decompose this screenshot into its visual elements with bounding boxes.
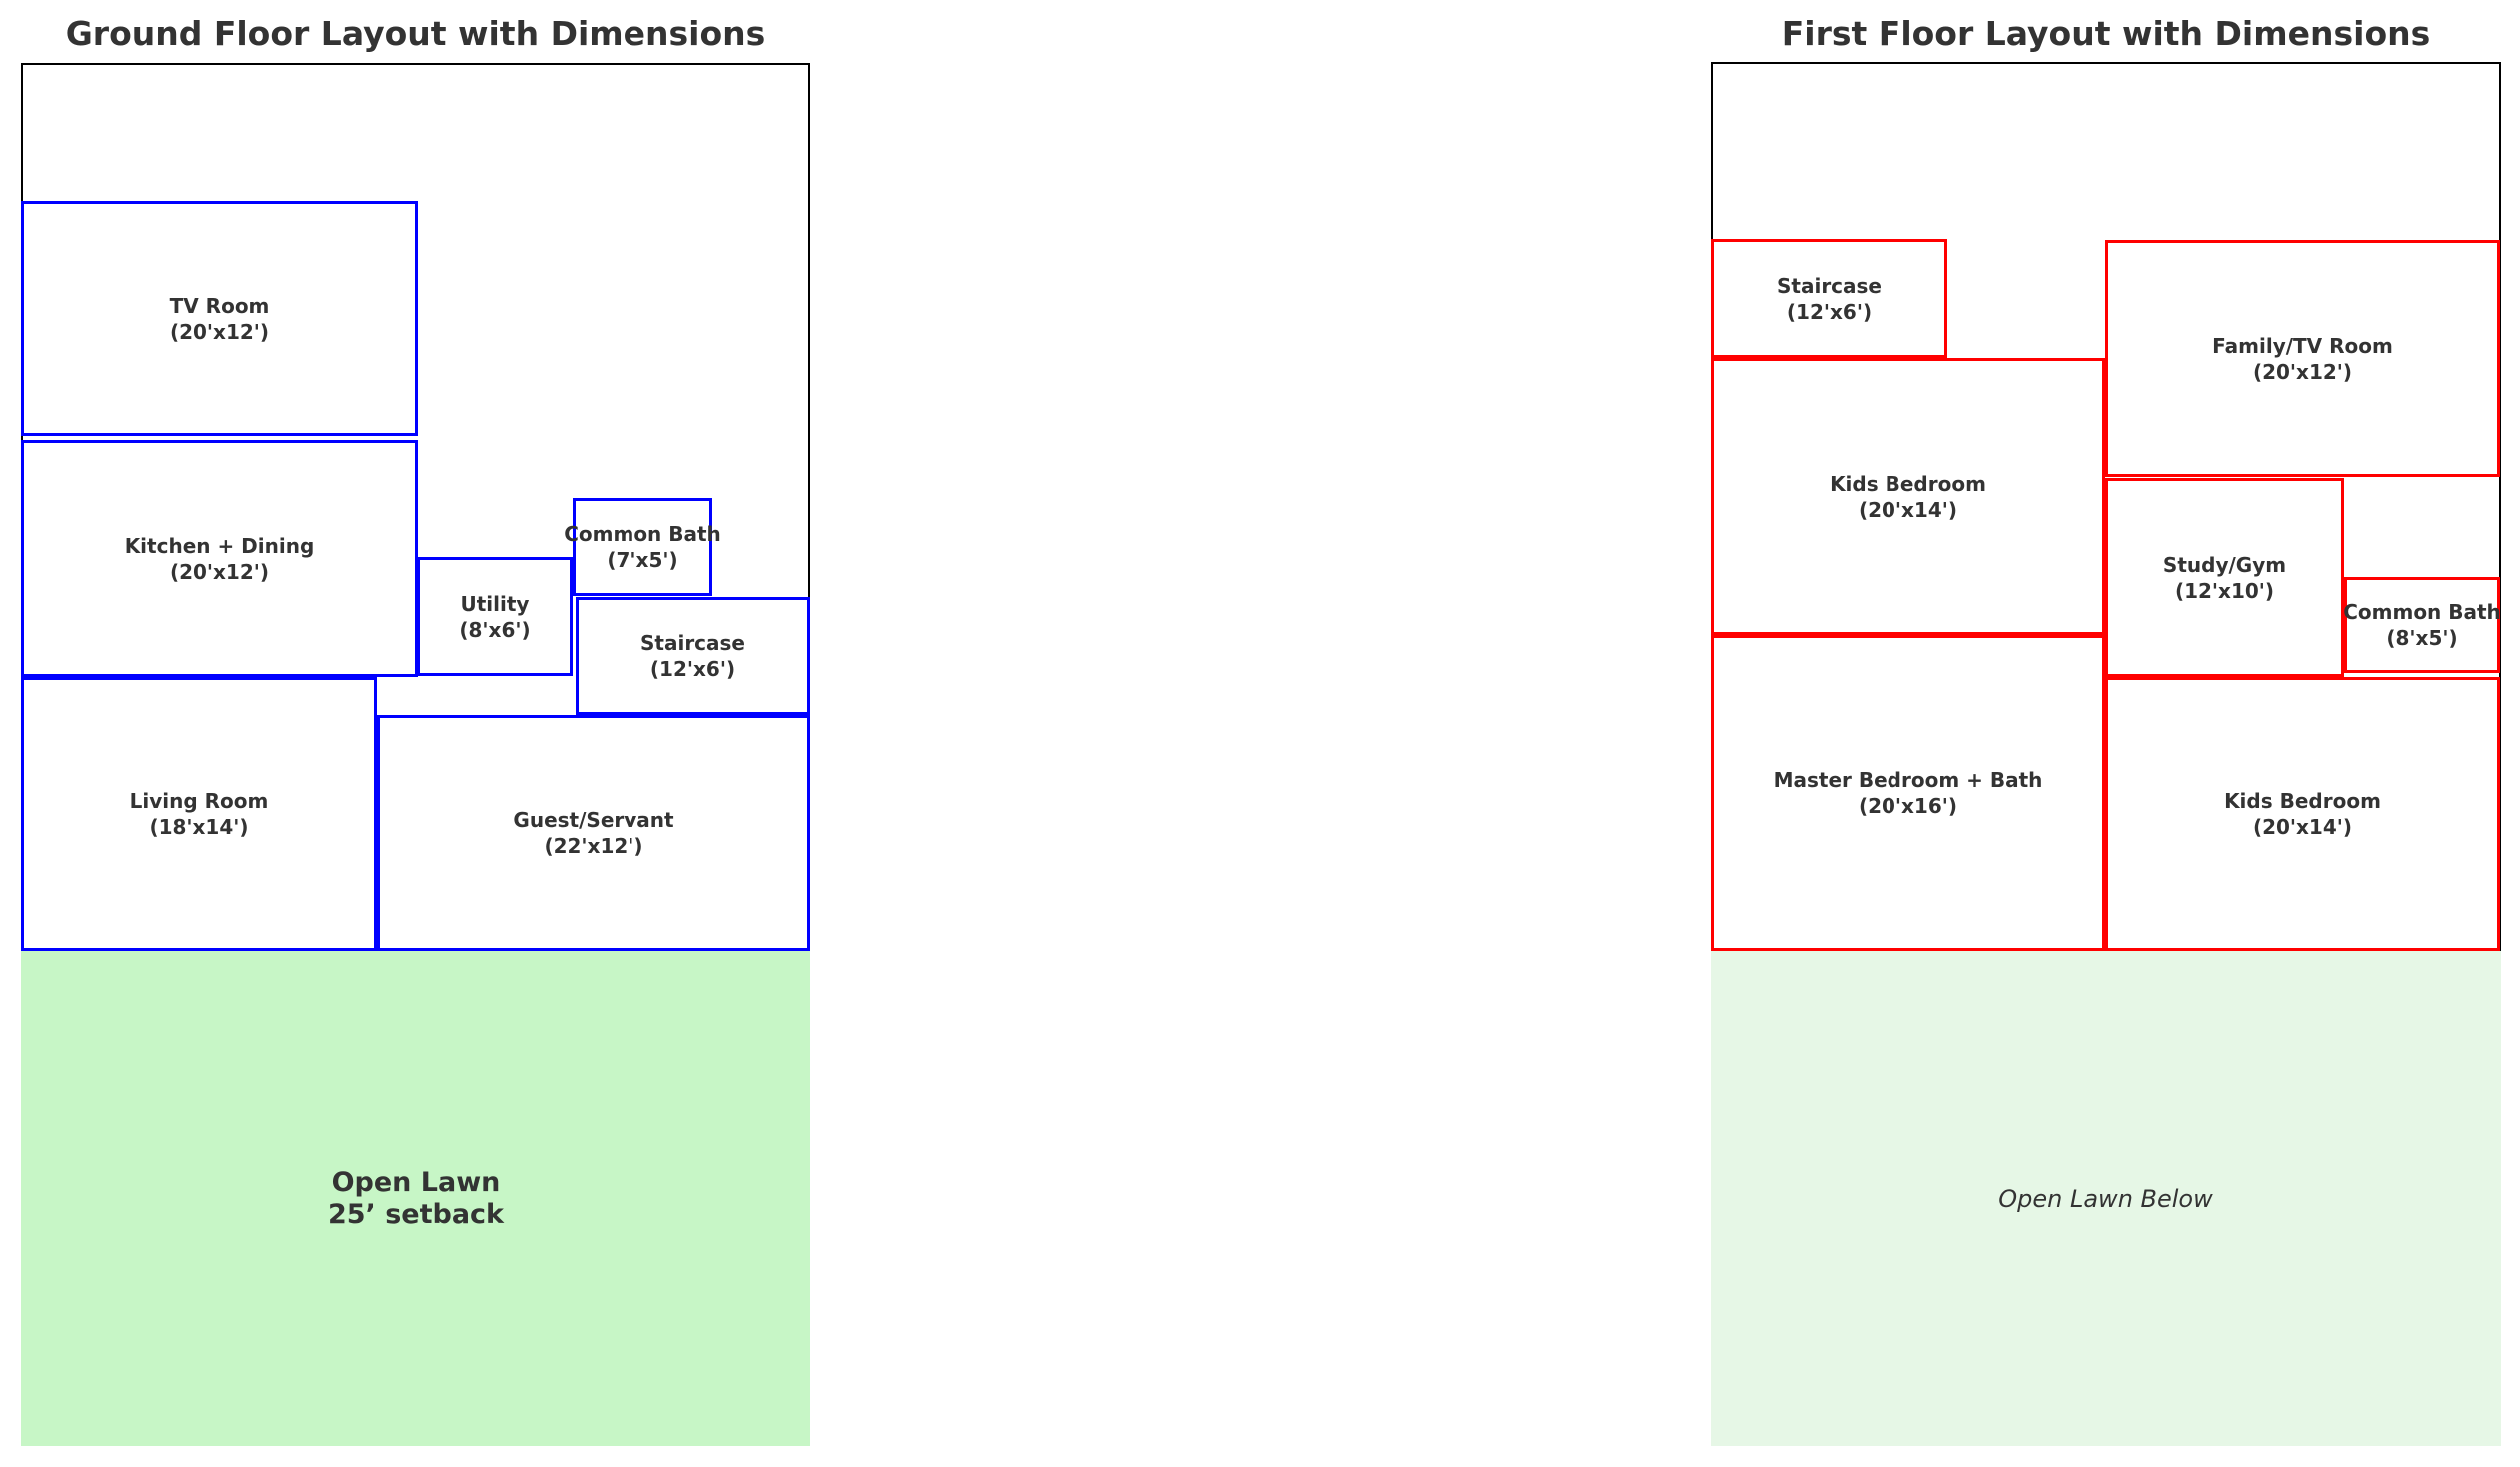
open-lawn-below-label: Open Lawn Below bbox=[1998, 1184, 2213, 1213]
room-label-tv-room: TV Room(20'x12') bbox=[169, 293, 270, 344]
plan-title-ground-floor: Ground Floor Layout with Dimensions bbox=[65, 14, 766, 53]
room-family-tv-room: Family/TV Room(20'x12') bbox=[2105, 240, 2500, 477]
room-kitchen-dining: Kitchen + Dining(20'x12') bbox=[21, 440, 418, 677]
room-kids-bedroom-1: Kids Bedroom(20'x14') bbox=[1711, 358, 2105, 635]
room-guest-servant: Guest/Servant(22'x12') bbox=[377, 715, 810, 951]
room-label-master-bedroom-bath: Master Bedroom + Bath(20'x16') bbox=[1773, 767, 2043, 818]
room-utility: Utility(8'x6') bbox=[417, 557, 573, 676]
room-living-room: Living Room(18'x14') bbox=[21, 677, 377, 951]
room-label-utility: Utility(8'x6') bbox=[459, 591, 531, 642]
room-tv-room: TV Room(20'x12') bbox=[21, 201, 418, 436]
room-kids-bedroom-2: Kids Bedroom(20'x14') bbox=[2105, 677, 2500, 951]
room-label-living-room: Living Room(18'x14') bbox=[129, 788, 269, 839]
room-label-kids-bedroom-2: Kids Bedroom(20'x14') bbox=[2224, 788, 2381, 839]
room-label-staircase: Staircase(12'x6') bbox=[1777, 273, 1882, 324]
open-lawn-below-area: Open Lawn Below bbox=[1711, 951, 2501, 1446]
room-staircase: Staircase(12'x6') bbox=[576, 597, 810, 715]
plan-title-first-floor: First Floor Layout with Dimensions bbox=[1781, 14, 2431, 53]
room-label-staircase: Staircase(12'x6') bbox=[640, 631, 745, 681]
room-label-kitchen-dining: Kitchen + Dining(20'x12') bbox=[124, 533, 315, 584]
room-study-gym: Study/Gym(12'x10') bbox=[2105, 478, 2344, 677]
room-label-kids-bedroom-1: Kids Bedroom(20'x14') bbox=[1830, 471, 1986, 522]
room-label-common-bath: Common Bath(8'x5') bbox=[2343, 600, 2501, 650]
room-label-guest-servant: Guest/Servant(22'x12') bbox=[513, 807, 674, 858]
room-master-bedroom-bath: Master Bedroom + Bath(20'x16') bbox=[1711, 635, 2105, 951]
room-common-bath: Common Bath(8'x5') bbox=[2343, 577, 2501, 673]
room-label-study-gym: Study/Gym(12'x10') bbox=[2162, 552, 2287, 603]
room-label-common-bath: Common Bath(7'x5') bbox=[564, 522, 721, 572]
room-staircase: Staircase(12'x6') bbox=[1711, 239, 1947, 358]
room-label-family-tv-room: Family/TV Room(20'x12') bbox=[2212, 333, 2393, 384]
room-common-bath: Common Bath(7'x5') bbox=[564, 498, 721, 596]
